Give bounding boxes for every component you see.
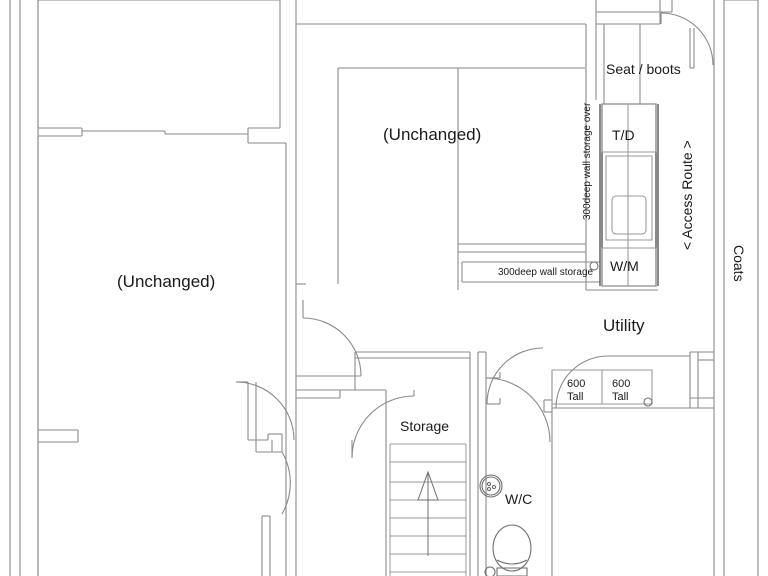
label-access-route: < Access Route >	[679, 140, 695, 250]
lobby-door-arc-upper	[296, 300, 362, 377]
hall-lower-walls	[247, 382, 283, 453]
tall-units	[551, 369, 653, 407]
hall-walls	[595, 0, 759, 576]
label-storage: Storage	[400, 418, 449, 434]
storage-door-arc	[351, 390, 415, 459]
stairs-direction-arrow	[417, 470, 439, 556]
label-tall-unit-right-type: Tall	[612, 391, 629, 403]
left-outer-walls	[9, 0, 39, 576]
label-tumble-dryer: T/D	[612, 127, 635, 143]
centre-room-walls	[295, 0, 587, 576]
label-tall-unit-left-type: Tall	[567, 391, 584, 403]
label-washing-machine: W/M	[610, 258, 639, 274]
wc-door-arc	[486, 347, 544, 405]
utility-walls	[477, 289, 714, 576]
utility-left-door-arc	[485, 372, 551, 443]
label-tall-unit-left-size: 600	[567, 378, 585, 390]
centre-inner-island-walls	[337, 67, 586, 290]
entry-door-arc-lower	[261, 451, 291, 576]
wall-storage-handle	[589, 261, 599, 271]
lobby-door-arc-lower	[235, 381, 295, 441]
label-unchanged-left: (Unchanged)	[117, 272, 215, 291]
entry-door-arc	[660, 12, 714, 66]
label-wc: W/C	[505, 491, 532, 507]
wc-fixtures	[479, 474, 532, 576]
label-wall-storage-over: 300deep wall storage over	[582, 102, 593, 220]
label-coats: Coats	[731, 245, 747, 282]
label-utility: Utility	[603, 316, 645, 335]
label-unchanged-centre: (Unchanged)	[383, 125, 481, 144]
label-wall-storage: 300deep wall storage	[498, 267, 594, 278]
label-tall-unit-right-size: 600	[612, 378, 630, 390]
storage-walls	[296, 351, 471, 576]
centre-lower-wall-storage	[461, 261, 600, 283]
left-room-upper-walls	[37, 0, 287, 576]
left-wall-window-stub	[38, 429, 79, 443]
label-seat-boots: Seat / boots	[606, 61, 681, 77]
appliance-stack	[599, 103, 659, 287]
utility-door-arc	[555, 355, 690, 409]
